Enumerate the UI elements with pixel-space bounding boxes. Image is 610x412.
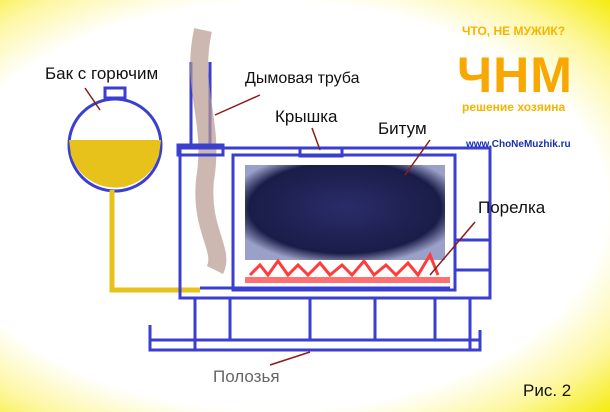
burner-flames: [245, 251, 450, 283]
runners-label: Полозья: [213, 367, 280, 386]
lid-label: Крышка: [275, 107, 338, 126]
logo-name: ЧНМ: [457, 47, 573, 103]
logo-tagline: ЧТО, НЕ МУЖИК?: [462, 24, 566, 38]
logo-subtitle: решение хозяина: [462, 100, 566, 114]
boiler-body: [176, 143, 492, 300]
tank-label: Бак с горючим: [45, 64, 159, 83]
fuel-tank: [67, 86, 200, 293]
figure-caption: Рис. 2: [523, 381, 572, 400]
chimney-label: Дымовая труба: [245, 70, 360, 87]
sled-runners: [148, 298, 482, 352]
chimney: [189, 28, 227, 275]
label-arrows: [84, 87, 476, 366]
bitumen-mass: [245, 165, 445, 260]
burner-label: Порелка: [478, 198, 546, 217]
bitumen-label: Битум: [378, 119, 427, 138]
site-link[interactable]: www.ChoNeMuzhik.ru: [466, 139, 571, 150]
